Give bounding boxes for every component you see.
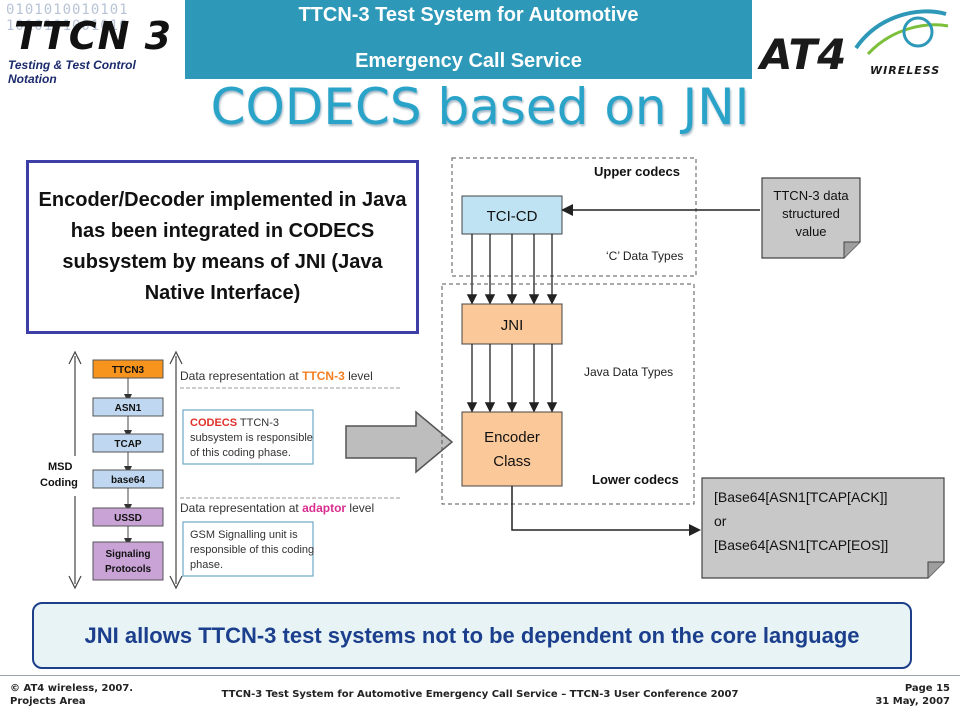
svg-text:Encoder: Encoder	[484, 429, 540, 446]
summary-banner-text: JNI allows TTCN-3 test systems not to be…	[84, 622, 860, 648]
tci-cd-box	[461, 195, 563, 235]
adaptor-level-label: Data representation at adaptor level	[180, 501, 374, 515]
summary-banner: JNI allows TTCN-3 test systems not to be…	[32, 602, 912, 669]
codecs-responsibility-box	[182, 409, 314, 465]
footer-conference: TTCN-3 Test System for Automotive Emerge…	[221, 689, 739, 700]
ttcn3-logo: 0101010010101 1010101001010 TTCN 3 Testi…	[0, 0, 178, 86]
svg-text:TCI-CD: TCI-CD	[487, 208, 538, 225]
at4-wireless-logo: AT4 WIRELESS	[760, 4, 955, 80]
big-right-arrow-icon	[345, 410, 454, 474]
svg-text:[Base64[ASN1[TCAP[ACK]]: [Base64[ASN1[TCAP[ACK]]	[714, 489, 888, 505]
svg-text:ASN1: ASN1	[115, 403, 142, 414]
svg-text:JNI: JNI	[501, 317, 524, 334]
lower-codecs-label: Lower codecs	[592, 472, 679, 487]
slide-title: CODECS based on JNI	[210, 78, 750, 136]
description-box: Encoder/Decoder implemented in Java has …	[26, 160, 419, 334]
at4-swoosh-icon	[854, 9, 949, 56]
svg-text:base64: base64	[111, 475, 145, 486]
svg-text:[Base64[ASN1[TCAP[EOS]]: [Base64[ASN1[TCAP[EOS]]	[714, 537, 888, 553]
svg-text:responsible of this coding: responsible of this coding	[190, 544, 314, 556]
svg-text:Signaling: Signaling	[106, 549, 151, 560]
svg-text:USSD: USSD	[114, 513, 142, 524]
svg-text:GSM Signalling unit is: GSM Signalling unit is	[190, 529, 298, 541]
encoder-class-box	[461, 411, 563, 487]
svg-text:TCAP: TCAP	[114, 439, 142, 450]
header-title-band: TTCN-3 Test System for Automotive Emerge…	[185, 0, 752, 79]
layer-signaling-protocols	[92, 541, 164, 581]
ttcn-level-label: Data representation at TTCN-3 level	[180, 369, 373, 383]
upper-codecs-region	[451, 157, 697, 277]
description-text: Encoder/Decoder implemented in Java has …	[38, 189, 407, 304]
protocol-stack-diagram: MSD Coding TTCN3 ASN1 TCAP base64 USSD S…	[40, 350, 402, 590]
lower-codecs-region	[441, 283, 695, 505]
svg-text:structured: structured	[782, 206, 840, 221]
svg-text:TTCN-3 data: TTCN-3 data	[773, 188, 849, 203]
at4-logo-sub: WIRELESS	[870, 64, 941, 77]
msd-label: MSD	[48, 461, 73, 473]
svg-text:phase.: phase.	[190, 559, 223, 571]
ttcn3-logo-mark: TTCN 3	[14, 14, 173, 58]
c-data-types-label: ‘C’ Data Types	[606, 249, 683, 263]
svg-text:of this coding phase.: of this coding phase.	[190, 447, 291, 459]
svg-text:TTCN3: TTCN3	[112, 365, 145, 376]
svg-text:value: value	[795, 224, 826, 239]
codecs-architecture-diagram: Upper codecs TCI-CD TTCN-3 data structur…	[441, 157, 945, 579]
svg-text:subsystem is responsible: subsystem is responsible	[190, 432, 313, 444]
header-title-line2: Emergency Call Service	[355, 50, 582, 72]
ttcn3-logo-tagline: Testing & Test Control Notation	[8, 58, 136, 86]
svg-text:CODECS TTCN-3: CODECS TTCN-3	[190, 417, 279, 429]
svg-text:or: or	[714, 513, 727, 529]
footer-copyright: © AT4 wireless, 2007. Projects Area	[10, 683, 134, 707]
header-title-line1: TTCN-3 Test System for Automotive	[298, 4, 639, 26]
upper-codecs-label: Upper codecs	[594, 164, 680, 179]
footer-divider	[0, 675, 960, 676]
gsm-responsibility-box	[182, 521, 314, 577]
footer-page-info: Page 15 31 May, 2007	[875, 683, 950, 707]
jni-box	[461, 303, 563, 345]
at4-logo-mark: AT4	[760, 30, 847, 79]
logo-binary-pattern: 0101010010101 1010101001010	[6, 2, 129, 34]
coding-label: Coding	[40, 477, 78, 489]
java-data-types-label: Java Data Types	[584, 365, 673, 379]
svg-text:Protocols: Protocols	[105, 564, 152, 575]
output-arrow	[511, 486, 701, 536]
svg-text:Class: Class	[493, 453, 531, 470]
